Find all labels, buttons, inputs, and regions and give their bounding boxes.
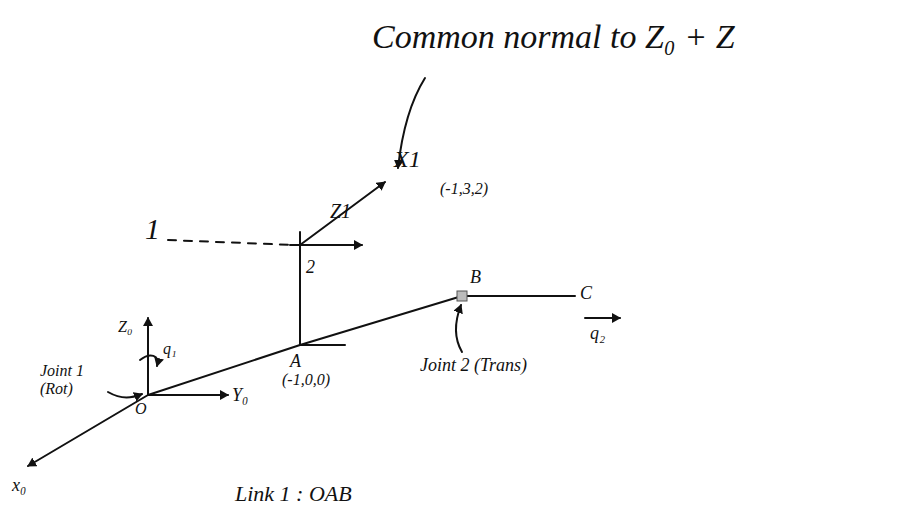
sketch-label: Joint 2 (Trans) — [420, 356, 527, 376]
sketch-label: Z1 — [330, 200, 351, 222]
sketch-label: Link 1 : OAB — [235, 482, 352, 506]
sketch-label: 2 — [306, 258, 315, 278]
sketch-label: A — [290, 352, 301, 372]
sketch-label: q₂ — [590, 324, 605, 344]
sketch-label: 1 — [145, 212, 160, 245]
sketch-label: (-1,0,0) — [282, 371, 330, 389]
sketch-label: Common normal to Z₀ + Z — [372, 18, 735, 55]
sketch-label: Joint 1 (Rot) — [40, 362, 110, 397]
sketch-label: Z₀ — [118, 318, 132, 336]
sketch-label: x₀ — [12, 476, 26, 496]
sketch-label: O — [135, 400, 147, 418]
sketch-label: X1 — [394, 146, 421, 172]
sketch-label: q₁ — [163, 340, 177, 358]
sketch-label: B — [470, 268, 481, 288]
sketch-label: (-1,3,2) — [440, 180, 488, 198]
sketch-label: Y₀ — [232, 386, 248, 406]
sketch-label: C — [580, 284, 592, 304]
